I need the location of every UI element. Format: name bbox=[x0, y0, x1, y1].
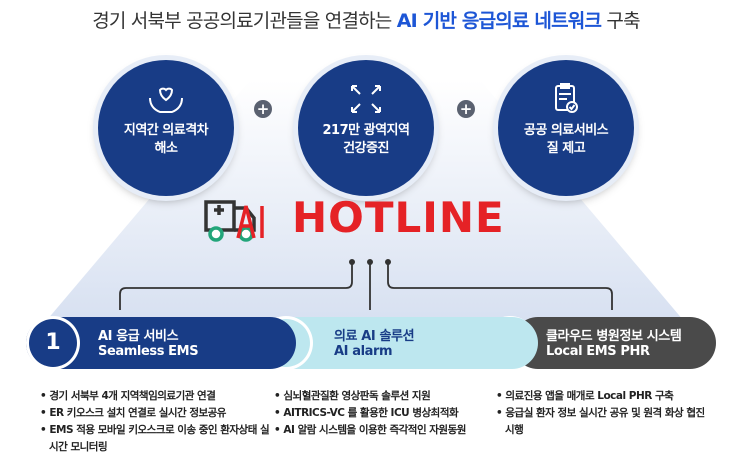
goal-2-line2: 건강증진 bbox=[343, 141, 389, 156]
ambulance-logo-icon bbox=[204, 200, 264, 242]
hands-heart-icon bbox=[149, 87, 183, 113]
goal-circle-2: 217만 광역지역 건강증진 bbox=[298, 60, 434, 196]
pillar-1-number: 1 bbox=[29, 319, 77, 367]
list-item: AITRICS-VC 를 활용한 ICU 병상최적화 bbox=[274, 405, 484, 422]
plus-icon: + bbox=[457, 100, 475, 118]
pillar-1-title: AI 응급 서비스 bbox=[98, 329, 179, 344]
goal-1-line1: 지역간 의료격차 bbox=[123, 123, 209, 138]
connector-lines bbox=[119, 259, 613, 310]
pillar-2-bullets: 심뇌혈관질환 영상판독 솔루션 지원 AITRICS-VC 를 활용한 ICU … bbox=[274, 388, 484, 439]
list-item: 심뇌혈관질환 영상판독 솔루션 지원 bbox=[274, 388, 484, 405]
pillar-1-bullets: 경기 서북부 4개 지역책임의료기관 연결 ER 키오스크 설치 연결로 실시간… bbox=[40, 388, 270, 456]
goal-3-line2: 질 제고 bbox=[546, 141, 586, 156]
list-item: 의료진용 앱을 매개로 Local PHR 구축 bbox=[496, 388, 716, 405]
pillar-2: 2 의료 AI 솔루션 AI alarm bbox=[262, 317, 538, 369]
clipboard-check-icon bbox=[555, 83, 578, 113]
list-item: EMS 적용 모바일 키오스크로 이송 중인 환자상태 실시간 모니터링 bbox=[40, 422, 270, 456]
list-item: 경기 서북부 4개 지역책임의료기관 연결 bbox=[40, 388, 270, 405]
pillar-3-title: 클라우드 병원정보 시스템 bbox=[546, 329, 682, 344]
title-prefix: 경기 서북부 공공의료기관들을 연결하는 bbox=[92, 10, 392, 32]
list-item: 응급실 환자 정보 실시간 공유 및 원격 화상 협진 시행 bbox=[496, 405, 716, 439]
pillar-3: 3 클라우드 병원정보 시스템 Local EMS PHR bbox=[486, 317, 716, 369]
list-item: ER 키오스크 설치 연결로 실시간 정보공유 bbox=[40, 405, 270, 422]
page-title: 경기 서북부 공공의료기관들을 연결하는 AI 기반 응급의료 네트워크 구축 bbox=[0, 6, 732, 33]
pillar-3-subtitle: Local EMS PHR bbox=[546, 344, 650, 359]
expand-arrows-icon bbox=[351, 85, 381, 113]
pillar-3-bullets: 의료진용 앱을 매개로 Local PHR 구축 응급실 환자 정보 실시간 공… bbox=[496, 388, 716, 439]
list-item: AI 알람 시스템을 이용한 즉각적인 자원동원 bbox=[274, 422, 484, 439]
plus-icon: + bbox=[254, 100, 272, 118]
goal-3-line1: 공공 의료서비스 bbox=[523, 123, 609, 138]
goal-2-line1: 217만 광역지역 bbox=[322, 123, 410, 138]
goal-circle-3: 공공 의료서비스 질 제고 bbox=[498, 60, 634, 196]
pillar-2-title: 의료 AI 솔루션 bbox=[334, 329, 415, 344]
pillar-2-subtitle: AI alarm bbox=[334, 344, 393, 359]
goal-circle-1: 지역간 의료격차 해소 bbox=[98, 60, 234, 196]
pillar-1: 1 AI 응급 서비스 Seamless EMS bbox=[26, 317, 296, 369]
title-highlight: AI 기반 응급의료 네트워크 bbox=[396, 10, 602, 32]
hotline-logo-text: HOTLINE bbox=[292, 193, 505, 242]
goal-1-line2: 해소 bbox=[154, 141, 178, 156]
title-suffix: 구축 bbox=[606, 10, 640, 32]
pillar-1-subtitle: Seamless EMS bbox=[98, 344, 199, 359]
